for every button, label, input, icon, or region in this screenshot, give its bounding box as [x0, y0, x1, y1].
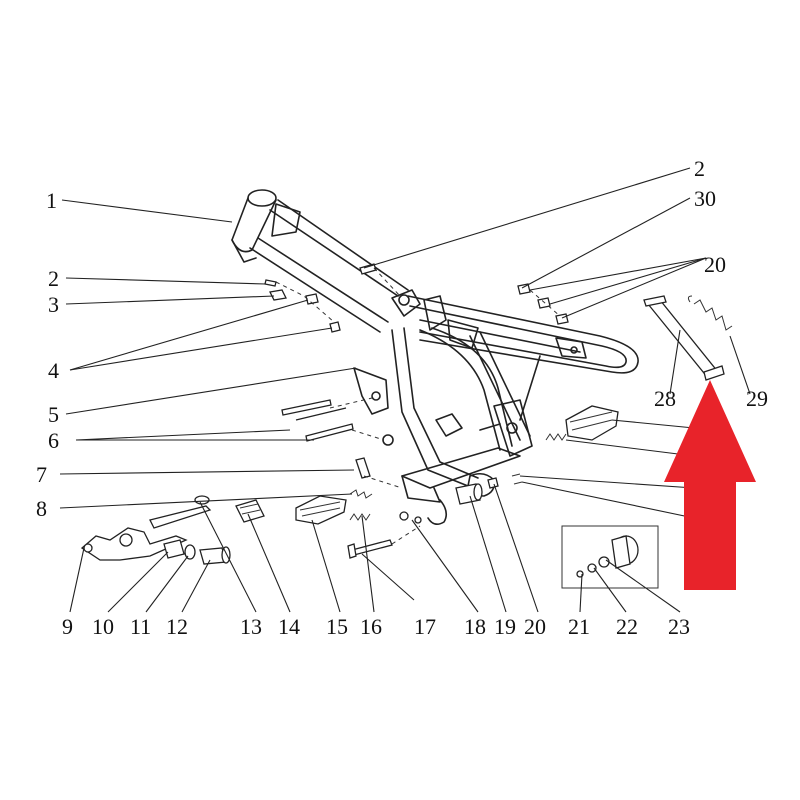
callout-29: 29	[746, 386, 768, 411]
callout-14: 14	[278, 614, 300, 639]
frame-assembly	[231, 189, 639, 526]
callout-5: 5	[48, 402, 59, 427]
callout-labels: 1 2 2 3 4 5 6 7 8 9 10 11 12 13 14 15 16…	[36, 156, 768, 639]
red-up-arrow-icon	[664, 380, 756, 590]
callout-20-bottom: 20	[524, 614, 546, 639]
loose-parts	[80, 263, 733, 589]
callout-3: 3	[48, 292, 59, 317]
callout-12: 12	[166, 614, 188, 639]
callout-10: 10	[92, 614, 114, 639]
leader-lines	[59, 167, 751, 613]
callout-15: 15	[326, 614, 348, 639]
callout-7: 7	[36, 462, 47, 487]
callout-28: 28	[654, 386, 676, 411]
callout-21: 21	[568, 614, 590, 639]
callout-8: 8	[36, 496, 47, 521]
callout-18: 18	[464, 614, 486, 639]
callout-17: 17	[414, 614, 436, 639]
callout-16: 16	[360, 614, 382, 639]
callout-9: 9	[62, 614, 73, 639]
callout-19: 19	[494, 614, 516, 639]
callout-6: 6	[48, 428, 59, 453]
callout-2: 2	[48, 266, 59, 291]
callout-23: 23	[668, 614, 690, 639]
alignment-dashes	[275, 267, 561, 545]
callout-4: 4	[48, 358, 59, 383]
callout-11: 11	[130, 614, 151, 639]
callout-2-top: 2	[694, 156, 705, 181]
callout-1: 1	[46, 188, 57, 213]
callout-13: 13	[240, 614, 262, 639]
callout-22: 22	[616, 614, 638, 639]
callout-30: 30	[694, 186, 716, 211]
callout-20-top: 20	[704, 252, 726, 277]
